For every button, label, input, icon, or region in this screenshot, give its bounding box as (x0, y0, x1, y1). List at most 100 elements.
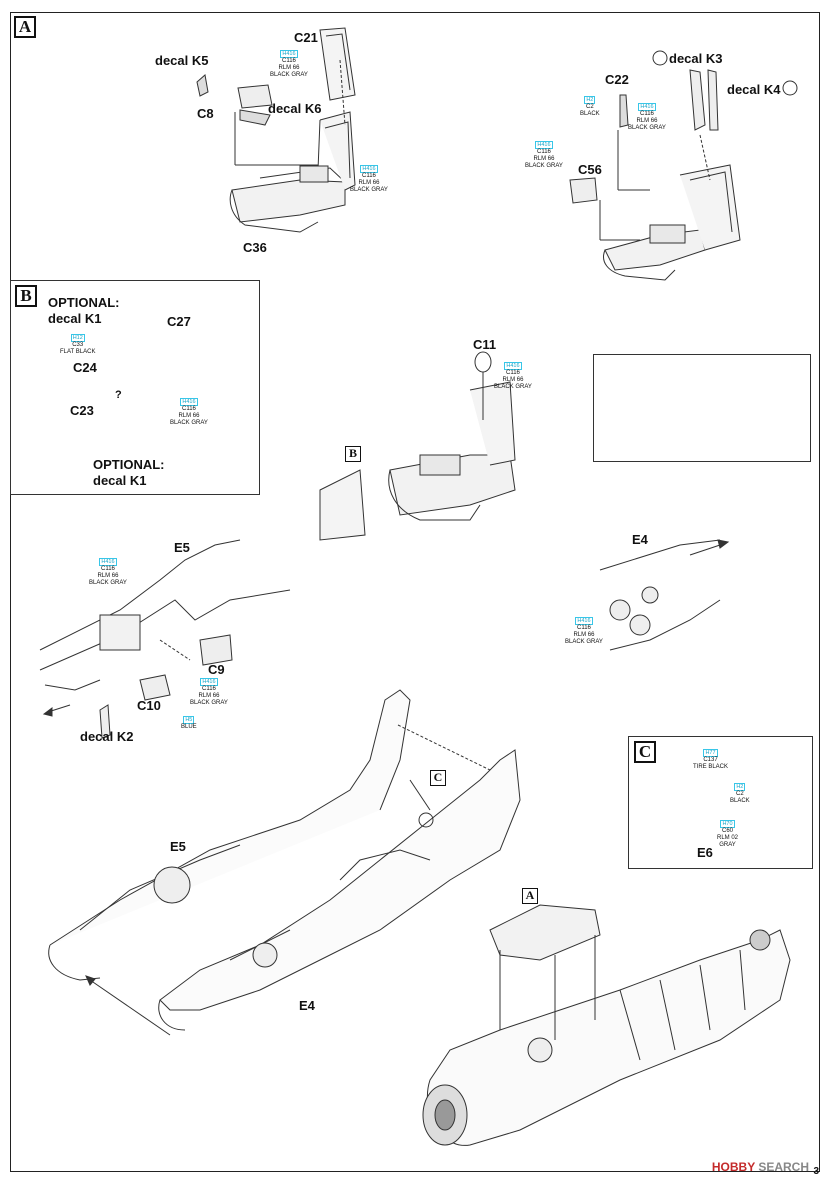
paint-name: RLM 02 (717, 835, 739, 841)
section-ref-c: C (430, 770, 446, 786)
label-c11: C11 (473, 337, 497, 352)
paint-code: C116 (506, 370, 520, 376)
paint-code: C116 (577, 625, 591, 631)
paint-color: BLACK GRAY (170, 420, 208, 426)
paint-color: BLACK (580, 111, 600, 117)
hobby-code: H5 (183, 716, 195, 724)
label-e5-bottom: E5 (170, 839, 186, 854)
paint-color: BLACK GRAY (565, 639, 603, 645)
label-e4-bottom: E4 (299, 998, 315, 1013)
paint-color: BLUE (181, 724, 197, 730)
paint-code-c116-a4: H416 C116 RLM 66 BLACK GRAY (525, 141, 563, 170)
paint-name: RLM 66 (358, 180, 380, 186)
fuselage-half-e5 (40, 540, 290, 738)
hobby-code: H416 (200, 678, 218, 686)
paint-code: C116 (182, 406, 196, 412)
optional-decal: decal K1 (93, 473, 147, 488)
seat-assembly-center (320, 352, 515, 540)
label-decal-k4: decal K4 (727, 82, 781, 97)
label-c27: C27 (167, 314, 191, 329)
label-c9: C9 (208, 662, 225, 677)
label-decal-k2: decal K2 (80, 729, 134, 744)
hobby-code: H416 (280, 50, 298, 58)
paint-color: BLACK GRAY (270, 72, 308, 78)
hobby-code: H416 (504, 362, 522, 370)
hobby-code: H2 (734, 783, 746, 791)
hobby-code: H12 (70, 334, 85, 342)
section-c-box (628, 736, 813, 869)
label-c10: C10 (137, 698, 161, 713)
label-c36: C36 (243, 240, 267, 255)
section-marker-a: A (14, 16, 36, 38)
paint-color: BLACK GRAY (89, 580, 127, 586)
paint-code-c137: H77 C137 TIRE BLACK (693, 749, 728, 771)
paint-color: BLACK GRAY (494, 384, 532, 390)
paint-code-c2-a: H2 C2 BLACK (580, 96, 600, 118)
paint-name: RLM 66 (278, 65, 300, 71)
seat-assembly-belts (570, 51, 797, 280)
hobby-code: H416 (575, 617, 593, 625)
paint-code: C116 (282, 58, 296, 64)
paint-color: GRAY (719, 842, 736, 848)
paint-color: BLACK GRAY (628, 125, 666, 131)
hobby-code: H77 (703, 749, 718, 757)
paint-code-c116-c10: H416 C116 RLM 66 BLACK GRAY (190, 678, 228, 707)
paint-code: C116 (202, 686, 216, 692)
paint-color: BLACK (730, 798, 750, 804)
watermark: HOBBY SEARCH (712, 1160, 809, 1174)
paint-code: C33 (72, 342, 84, 348)
paint-name: RLM 66 (502, 377, 524, 383)
optional-heading: OPTIONAL: (93, 457, 165, 472)
paint-code-c116-e5: H416 C116 RLM 66 BLACK GRAY (89, 558, 127, 587)
paint-color: TIRE BLACK (693, 764, 729, 770)
watermark-brand: HOBBY (711, 1160, 755, 1174)
paint-code-c116-a1: H416 C116 RLM 66 BLACK GRAY (270, 50, 308, 79)
paint-code: C116 (640, 111, 654, 117)
section-ref-a: A (522, 888, 538, 904)
page-number: 3 (813, 1166, 819, 1177)
optional-note-top: OPTIONAL: decal K1 (48, 295, 120, 327)
label-e6: E6 (697, 845, 713, 860)
section-marker-b: B (15, 285, 37, 307)
paint-code: C60 (722, 828, 734, 834)
hobby-code: H2 (584, 96, 596, 104)
paint-name: RLM 66 (198, 693, 220, 699)
hobby-code: H70 (720, 820, 735, 828)
paint-code-c116-a3: H416 C116 RLM 66 BLACK GRAY (628, 103, 666, 132)
question-mark: ? (115, 389, 122, 401)
hobby-code: H416 (535, 141, 553, 149)
watermark-word: SEARCH (758, 1160, 809, 1174)
label-c8: C8 (197, 106, 214, 121)
paint-code: C137 (703, 757, 718, 763)
paint-code: C2 (586, 104, 594, 110)
paint-code-c116-a2: H416 C116 RLM 66 BLACK GRAY (350, 165, 388, 194)
paint-color: BLACK GRAY (525, 163, 563, 169)
fuselage-join (49, 690, 520, 1035)
paint-code-blue: H5 BLUE (181, 716, 197, 731)
paint-code-c116-b: H416 C116 RLM 66 BLACK GRAY (170, 398, 208, 427)
assembled-fuselage (423, 905, 790, 1145)
label-decal-k5: decal K5 (155, 53, 209, 68)
paint-name: RLM 66 (573, 632, 595, 638)
paint-name: RLM 66 (178, 413, 200, 419)
inset-box (593, 354, 811, 462)
label-decal-k3: decal K3 (669, 51, 723, 66)
seat-assembly-a (197, 28, 355, 232)
hobby-code: H416 (360, 165, 378, 173)
fuselage-half-e4 (600, 540, 728, 650)
hobby-code: H416 (638, 103, 656, 111)
paint-code: C116 (362, 173, 376, 179)
optional-note-bottom: OPTIONAL: decal K1 (93, 457, 165, 489)
paint-color: BLACK GRAY (190, 700, 228, 706)
optional-heading: OPTIONAL: (48, 295, 120, 310)
paint-code-c33: H12 C33 FLAT BLACK (60, 334, 95, 356)
label-c22: C22 (605, 72, 629, 87)
label-e5-top: E5 (174, 540, 190, 555)
hobby-code: H416 (99, 558, 117, 566)
paint-code: C116 (537, 149, 551, 155)
paint-code-c116-e4: H416 C116 RLM 66 BLACK GRAY (565, 617, 603, 646)
paint-code-c116-center: H416 C116 RLM 66 BLACK GRAY (494, 362, 532, 391)
label-c56: C56 (578, 162, 602, 177)
paint-name: RLM 66 (533, 156, 555, 162)
